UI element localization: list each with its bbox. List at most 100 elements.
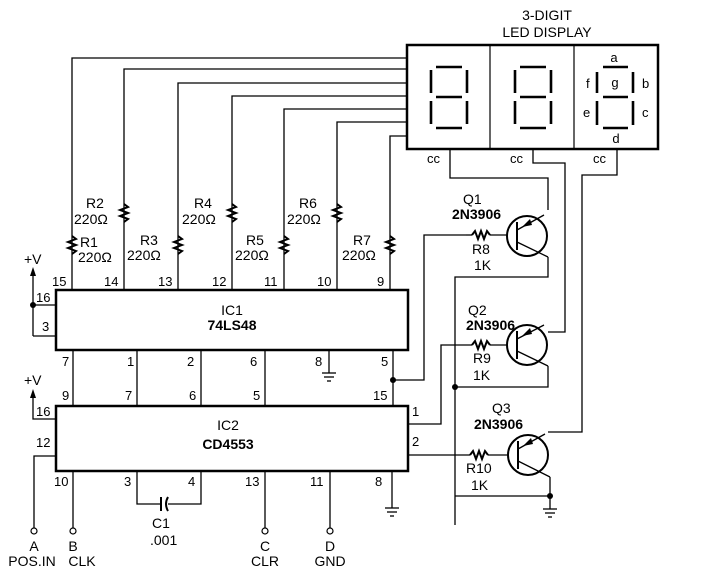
q2: Q2 2N3906 R9 1K: [408, 302, 549, 425]
r2-symbol: [117, 203, 131, 223]
r10-value: 1K: [471, 477, 489, 493]
terminal-c-name: CLR: [251, 553, 279, 569]
ic1-pin: 13: [158, 274, 172, 289]
terminal-pad: [69, 527, 77, 535]
r4-symbol: [225, 203, 239, 223]
ic2-pin: 8: [375, 474, 382, 489]
r6-value: 220Ω: [287, 211, 321, 227]
ic2-pin: 4: [188, 474, 195, 489]
terminal-c-letter: C: [260, 538, 270, 554]
terminal-pad: [261, 527, 269, 535]
display-title-line1: 3-DIGIT: [522, 7, 572, 23]
segment-label-c: c: [642, 105, 649, 120]
r5-ref: R5: [246, 232, 264, 248]
ic2-pin: 16: [36, 404, 50, 419]
segment-label-e: e: [583, 105, 590, 120]
c1-ref: C1: [152, 515, 170, 531]
ic1-name: IC1: [221, 302, 243, 318]
ic2-pin: 13: [245, 474, 259, 489]
ic1-body: [54, 288, 410, 352]
r1-value: 220Ω: [78, 249, 112, 265]
q3: Q3 2N3906 R10 1K: [408, 400, 557, 518]
r7-value: 220Ω: [342, 247, 376, 263]
ic1-part: 74LS48: [207, 317, 256, 333]
segment-resistor-labels: R1 220Ω R2 220Ω R3 220Ω R4 220Ω R5 220Ω …: [74, 195, 376, 265]
ic1-pin: 1: [127, 354, 134, 369]
q1: Q1 2N3906 R8 1K: [452, 191, 549, 525]
r3-ref: R3: [140, 232, 158, 248]
r4-value: 220Ω: [182, 211, 216, 227]
c1-plate: [165, 496, 169, 512]
ic1-pin: 9: [377, 274, 384, 289]
segment-label-b: b: [642, 76, 649, 91]
terminal-b-letter: B: [68, 538, 77, 554]
terminal-d[interactable]: D GND: [314, 527, 346, 569]
r2-value: 220Ω: [74, 211, 108, 227]
q1-part: 2N3906: [452, 206, 501, 222]
r9-symbol: [471, 338, 491, 352]
ic2-pin: 12: [36, 435, 50, 450]
q2-part: 2N3906: [466, 317, 515, 333]
r1-ref: R1: [80, 234, 98, 250]
ic2-pin: 5: [253, 388, 260, 403]
ic1-pin: 7: [62, 354, 69, 369]
ic1-pin: 15: [52, 274, 66, 289]
cc-label-3: cc: [593, 151, 607, 166]
ic1-pin: 16: [36, 290, 50, 305]
ic1-pin: 10: [317, 274, 331, 289]
ic2-supply: +V: [24, 372, 56, 420]
cc-label-2: cc: [510, 151, 524, 166]
digit-2: [513, 65, 553, 130]
junction-dot: [30, 302, 36, 308]
ic1-pin: 11: [264, 274, 278, 289]
r5-value: 220Ω: [235, 247, 269, 263]
ic1-pin: 5: [381, 354, 388, 369]
terminal-a-letter: A: [29, 538, 39, 554]
ic2-bottom-wiring: C1 .001: [33, 455, 399, 548]
r10-ref: R10: [466, 460, 492, 476]
segment-bus: [71, 57, 407, 290]
r8-ref: R8: [472, 241, 490, 257]
supply-label: +V: [24, 372, 42, 388]
ic2-pin: 7: [125, 388, 132, 403]
r3-symbol: [171, 235, 185, 255]
r8-value: 1K: [474, 257, 492, 273]
ic1-pin: 2: [187, 354, 194, 369]
r7-symbol: [383, 235, 397, 255]
segment-label-d: d: [612, 131, 619, 146]
ic2-pin: 11: [310, 474, 324, 489]
ic2-pin: 6: [189, 388, 196, 403]
q1-body: [506, 215, 548, 257]
ic1-pin: 12: [212, 274, 226, 289]
r3-value: 220Ω: [127, 247, 161, 263]
terminal-pad: [30, 527, 38, 535]
terminal-c[interactable]: C CLR: [251, 527, 279, 569]
r9-value: 1K: [473, 367, 491, 383]
ic2-pin: 10: [54, 474, 68, 489]
ic2-pin: 15: [373, 388, 387, 403]
q3-ref: Q3: [492, 400, 511, 416]
r5-symbol: [277, 235, 291, 255]
r2-ref: R2: [86, 195, 104, 211]
ic2-pin: 1: [412, 404, 419, 419]
ic2: IC2 CD4553 9 7 6 5 15 16 12 1 2 10 3 4 1…: [36, 388, 419, 489]
segment-label-a: a: [610, 50, 618, 65]
ic1: IC1 74LS48 15 14 13 12 11 10 9 16 3 7 1 …: [36, 274, 410, 369]
ic1-pin: 14: [104, 274, 118, 289]
ic1-pin: 3: [42, 319, 49, 334]
ic2-pin: 3: [124, 474, 131, 489]
r8-symbol: [471, 228, 491, 242]
r7-ref: R7: [353, 232, 371, 248]
r6-symbol: [330, 203, 344, 223]
r10-symbol: [469, 448, 489, 462]
ic1-supply: +V: [24, 251, 56, 337]
terminal-a-name: POS.IN: [8, 553, 55, 569]
r1-symbol: [65, 235, 79, 255]
terminal-b[interactable]: B CLK: [68, 527, 96, 569]
terminal-d-name: GND: [314, 553, 345, 569]
c1-value: .001: [150, 532, 177, 548]
ic2-pin: 9: [62, 388, 69, 403]
segment-resistors: [65, 203, 397, 255]
cc-label-1: cc: [427, 151, 441, 166]
terminal-a[interactable]: A POS.IN: [8, 527, 56, 569]
